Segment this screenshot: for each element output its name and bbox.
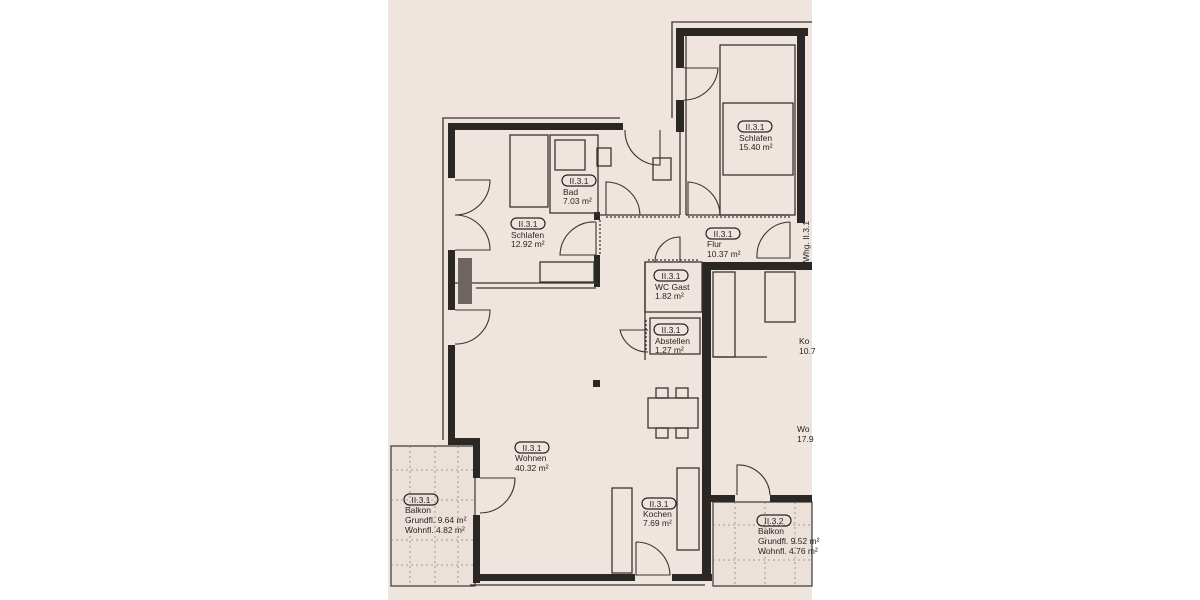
svg-text:Kochen: Kochen: [643, 509, 672, 519]
svg-text:7.03 m²: 7.03 m²: [563, 196, 592, 206]
svg-text:II.3.1: II.3.1: [519, 219, 538, 229]
svg-text:10.37 m²: 10.37 m²: [707, 249, 741, 259]
room-schlafen-a: II.3.1 Schlafen 12.92 m²: [510, 217, 546, 249]
svg-text:Wohnfl. 4.82 m²: Wohnfl. 4.82 m²: [405, 525, 465, 535]
svg-text:II.3.1: II.3.1: [523, 443, 542, 453]
svg-text:15.40 m²: 15.40 m²: [739, 142, 773, 152]
svg-text:Wohnen: Wohnen: [515, 453, 547, 463]
radiator: [458, 258, 472, 304]
svg-text:Balkon: Balkon: [405, 505, 431, 515]
room-kochen: II.3.1 Kochen 7.69 m²: [641, 497, 677, 528]
svg-text:Bad: Bad: [563, 187, 578, 197]
svg-text:Abstellen: Abstellen: [655, 336, 690, 346]
svg-text:Schlafen: Schlafen: [511, 230, 544, 240]
room-wc-gast: II.3.1 WC Gast 1.82 m²: [653, 269, 690, 301]
svg-text:II.3.2: II.3.2: [765, 516, 784, 526]
room-balkon-a: II.3.1 Balkon Grundfl. 9.64 m² Wohnfl. 4…: [403, 493, 467, 535]
svg-text:1.82 m²: 1.82 m²: [655, 291, 684, 301]
neighbor-partial-labels: Whg. II.3.1 Ko 10.7 Wo 17.9: [797, 221, 816, 444]
balcony-left: [390, 445, 476, 587]
svg-text:17.9: 17.9: [797, 434, 814, 444]
svg-text:II.3.1: II.3.1: [662, 325, 681, 335]
svg-text:Flur: Flur: [707, 239, 722, 249]
svg-text:Schlafen: Schlafen: [739, 133, 772, 143]
svg-text:WC Gast: WC Gast: [655, 282, 690, 292]
svg-text:12.92 m²: 12.92 m²: [511, 239, 545, 249]
svg-text:Wohnfl. 4.76 m²: Wohnfl. 4.76 m²: [758, 546, 818, 556]
svg-text:10.7: 10.7: [799, 346, 816, 356]
room-abstellen: II.3.1 Abstellen 1.27 m²: [653, 323, 690, 355]
svg-text:II.3.1: II.3.1: [570, 176, 589, 186]
room-schlafen-b: II.3.1 Schlafen 15.40 m²: [737, 120, 773, 152]
svg-text:1.27 m²: 1.27 m²: [655, 345, 684, 355]
room-balkon-b: II.3.2 Balkon Grundfl. 9.52 m² Wohnfl. 4…: [756, 514, 820, 556]
svg-text:II.3.1: II.3.1: [714, 229, 733, 239]
outer-outline: [442, 21, 812, 586]
svg-text:Balkon: Balkon: [758, 526, 784, 536]
svg-text:II.3.1: II.3.1: [662, 271, 681, 281]
svg-text:40.32 m²: 40.32 m²: [515, 463, 549, 473]
svg-text:7.69 m²: 7.69 m²: [643, 518, 672, 528]
svg-text:Whg. II.3.1: Whg. II.3.1: [801, 221, 811, 262]
column: [593, 380, 600, 387]
walls: [448, 28, 812, 583]
doors: [454, 67, 791, 576]
balcony-right: [712, 501, 813, 587]
svg-text:II.3.1: II.3.1: [650, 499, 669, 509]
room-bad: II.3.1 Bad 7.03 m²: [561, 174, 597, 206]
svg-text:Wo: Wo: [797, 424, 810, 434]
svg-text:Ko: Ko: [799, 336, 810, 346]
svg-text:II.3.1: II.3.1: [412, 495, 431, 505]
room-flur: II.3.1 Flur 10.37 m²: [705, 227, 741, 259]
svg-text:II.3.1: II.3.1: [746, 122, 765, 132]
svg-text:Grundfl. 9.64 m²: Grundfl. 9.64 m²: [405, 515, 467, 525]
svg-text:Grundfl. 9.52 m²: Grundfl. 9.52 m²: [758, 536, 820, 546]
interior-walls: [455, 36, 796, 574]
room-wohnen: II.3.1 Wohnen 40.32 m²: [514, 441, 550, 473]
